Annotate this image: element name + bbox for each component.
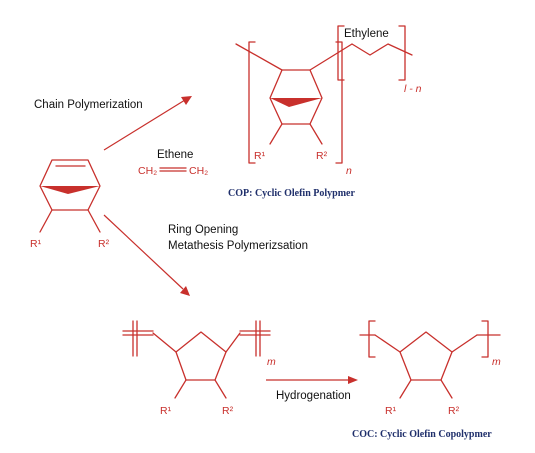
coc-structure: R¹ R² m: [359, 320, 501, 417]
chain-polymerization-label: Chain Polymerization: [34, 99, 143, 111]
coc-r2-label: R²: [448, 405, 460, 417]
cop-r1-label: R¹: [254, 150, 266, 162]
ch2-right-label: CH₂: [189, 165, 208, 177]
cop-subscript: n: [346, 165, 352, 177]
ethylene-label: Ethylene: [344, 28, 389, 40]
monomer-r1-label: R¹: [30, 238, 42, 250]
cop-structure: R¹ R² n: [235, 41, 353, 177]
romp-arrow: [103, 214, 190, 296]
coc-r1-label: R¹: [385, 405, 397, 417]
romp-subscript: m: [267, 356, 276, 368]
ch2-left-label: CH₂: [138, 165, 157, 177]
ethylene-subscript: l - n: [404, 83, 422, 95]
romp-polymer-structure: R¹ R² m: [122, 320, 276, 417]
norbornene-monomer: R¹ R²: [30, 159, 110, 250]
coc-caption: COC: Cyclic Olefin Copolypmer: [352, 429, 492, 440]
ethene-label: Ethene: [157, 149, 193, 161]
hydrogenation-arrow: [266, 376, 358, 384]
romp-label-line2: Metathesis Polymerizsation: [168, 240, 308, 252]
hydrogenation-label: Hydrogenation: [276, 390, 351, 402]
coc-subscript: m: [492, 356, 501, 368]
romp-label-line1: Ring Opening: [168, 224, 238, 236]
chain-polymerization-arrow: [103, 96, 192, 151]
monomer-r2-label: R²: [98, 238, 110, 250]
romp-r1-label: R¹: [160, 405, 172, 417]
cop-caption: COP: Cyclic Olefin Polypmer: [228, 188, 355, 199]
ethene-reagent: Ethene CH₂ CH₂: [138, 149, 208, 177]
cop-r2-label: R²: [316, 150, 328, 162]
ethylene-segment: Ethylene l - n: [337, 25, 422, 95]
romp-r2-label: R²: [222, 405, 234, 417]
